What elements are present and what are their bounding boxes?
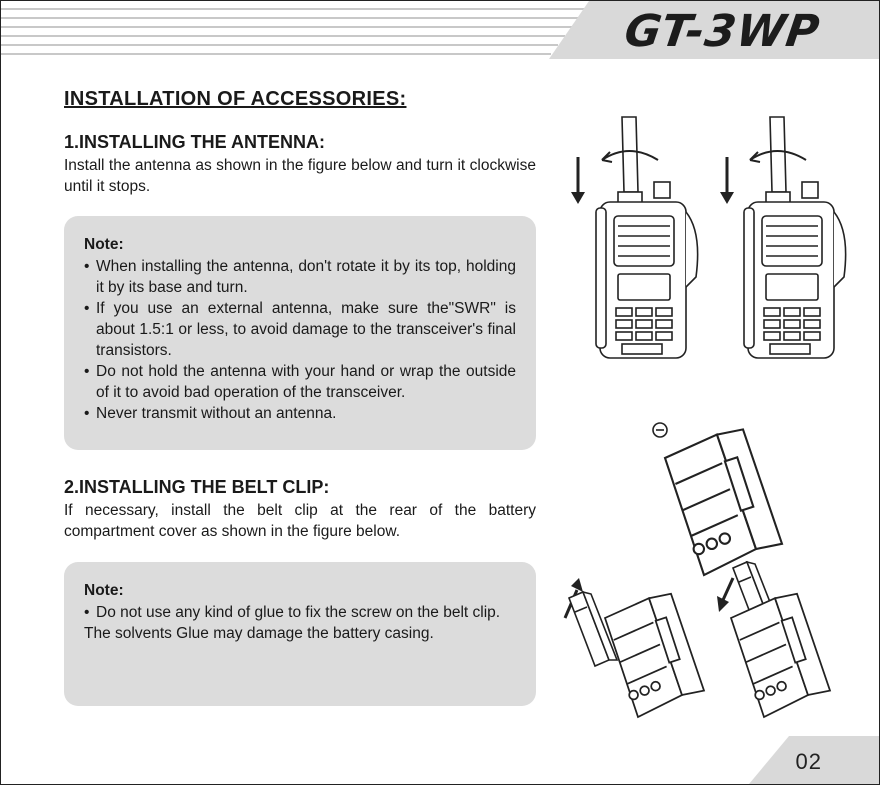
section2-text: If necessary, install the belt clip at t… — [64, 502, 536, 540]
screw-icon — [652, 422, 668, 438]
radio-back-illustration — [663, 428, 784, 577]
note1-item: •Do not hold the antenna with your hand … — [84, 363, 516, 401]
bullet-icon: • — [84, 405, 90, 422]
header-stripes — [1, 8, 586, 55]
page-number-band — [749, 736, 879, 784]
page-number: 02 — [795, 749, 822, 774]
note2-item: •Do not use any kind of glue to fix the … — [84, 604, 501, 621]
note2-line: The solvents Glue may damage the battery… — [84, 625, 434, 642]
note1-item: •When installing the antenna, don't rota… — [84, 258, 516, 296]
page-title: INSTALLATION OF ACCESSORIES: — [64, 88, 407, 110]
arrow-down-icon — [571, 157, 585, 204]
bullet-icon: • — [84, 300, 90, 317]
note2-box: Note: •Do not use any kind of glue to fi… — [64, 562, 536, 706]
arrow-down-icon — [717, 577, 735, 612]
radio-back-illustration — [604, 592, 705, 718]
belt-clip-figure — [563, 422, 831, 718]
brand-logo-text: GT-3WP — [621, 6, 824, 57]
antenna-install-figure — [571, 116, 847, 359]
note1-title: Note: — [84, 236, 124, 253]
section1-heading: 1.INSTALLING THE ANTENNA: — [64, 132, 325, 152]
radio-back-illustration — [730, 592, 831, 718]
radio-illustration — [743, 116, 847, 359]
note1-item: •If you use an external antenna, make su… — [84, 300, 516, 359]
note2-title: Note: — [84, 582, 124, 599]
section1-text: Install the antenna as shown in the figu… — [64, 157, 536, 195]
bullet-icon: • — [84, 363, 90, 380]
note1-box: Note: •When installing the antenna, don'… — [64, 216, 536, 450]
section2-heading: 2.INSTALLING THE BELT CLIP: — [64, 477, 330, 497]
arrow-down-icon — [720, 157, 734, 204]
bullet-icon: • — [84, 258, 90, 275]
bullet-icon: • — [84, 604, 90, 621]
note1-item: •Never transmit without an antenna. — [84, 405, 337, 422]
header-band — [549, 1, 879, 59]
radio-illustration — [595, 116, 699, 359]
